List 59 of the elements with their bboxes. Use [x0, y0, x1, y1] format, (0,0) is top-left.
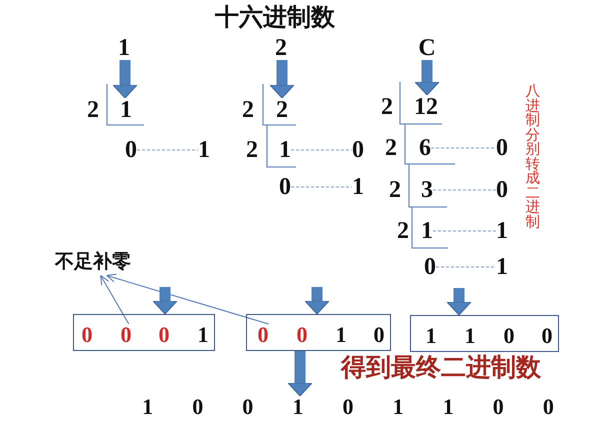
bit: 0 [504, 325, 514, 347]
dividend: 2 [276, 98, 288, 122]
divisor: 2 [242, 98, 254, 122]
remainder: 1 [198, 138, 210, 162]
dashed-line [436, 266, 496, 268]
bit: 0 [374, 324, 384, 346]
result-caption: 得到最终二进制数 [341, 356, 541, 380]
remainder: 0 [496, 136, 508, 160]
bit: 0 [82, 324, 92, 346]
quotient: 0 [125, 138, 137, 162]
bit: 0 [120, 324, 132, 346]
block-arrow [446, 288, 472, 316]
remainder: 1 [496, 219, 508, 243]
leader-arrow [106, 274, 269, 324]
divisor: 2 [389, 178, 401, 202]
bit: 0 [296, 324, 308, 346]
block-arrow [270, 60, 294, 98]
binary-number: 1 0 0 1 0 1 1 0 0 [142, 396, 554, 418]
divisor: 2 [381, 95, 393, 119]
block-arrow [112, 60, 138, 98]
dashed-line [432, 230, 496, 232]
hex-digit: 1 [118, 36, 130, 60]
title: 十六进制数 [215, 6, 335, 30]
bit: 0 [158, 324, 170, 346]
bit: 1 [426, 325, 436, 347]
bit: 0 [258, 324, 268, 346]
hex-digit: C [418, 36, 436, 60]
block-arrow [304, 287, 330, 314]
dividend: 1 [120, 98, 132, 122]
remainder: 1 [352, 175, 364, 199]
quotient: 3 [421, 178, 433, 202]
quotient: 1 [421, 219, 433, 243]
divisor: 2 [246, 138, 258, 162]
note-text: 不足补零 [55, 252, 131, 276]
quotient: 0 [424, 255, 436, 279]
block-arrow [288, 351, 312, 396]
dashed-line [290, 186, 352, 188]
divisor: 2 [87, 98, 99, 122]
hex-digit: 2 [275, 36, 287, 60]
quotient: 0 [279, 175, 291, 199]
bit: 1 [198, 324, 208, 346]
binary-group-box [246, 314, 391, 351]
divisor: 2 [397, 219, 409, 243]
block-arrow [414, 60, 440, 96]
bit: 1 [336, 324, 346, 346]
side-note: 八进制分别转成二进制 [525, 84, 541, 230]
quotient: 1 [279, 138, 291, 162]
leader-arrow [100, 275, 130, 324]
quotient: 6 [419, 136, 431, 160]
block-arrow [152, 287, 178, 314]
divisor: 2 [385, 136, 397, 160]
dividend: 12 [414, 95, 438, 119]
bit: 1 [464, 325, 476, 347]
remainder: 0 [352, 138, 364, 162]
bit: 0 [542, 325, 552, 347]
binary-group-box [410, 315, 559, 352]
remainder: 1 [496, 255, 508, 279]
binary-group-box [73, 314, 215, 351]
remainder: 0 [496, 178, 508, 202]
